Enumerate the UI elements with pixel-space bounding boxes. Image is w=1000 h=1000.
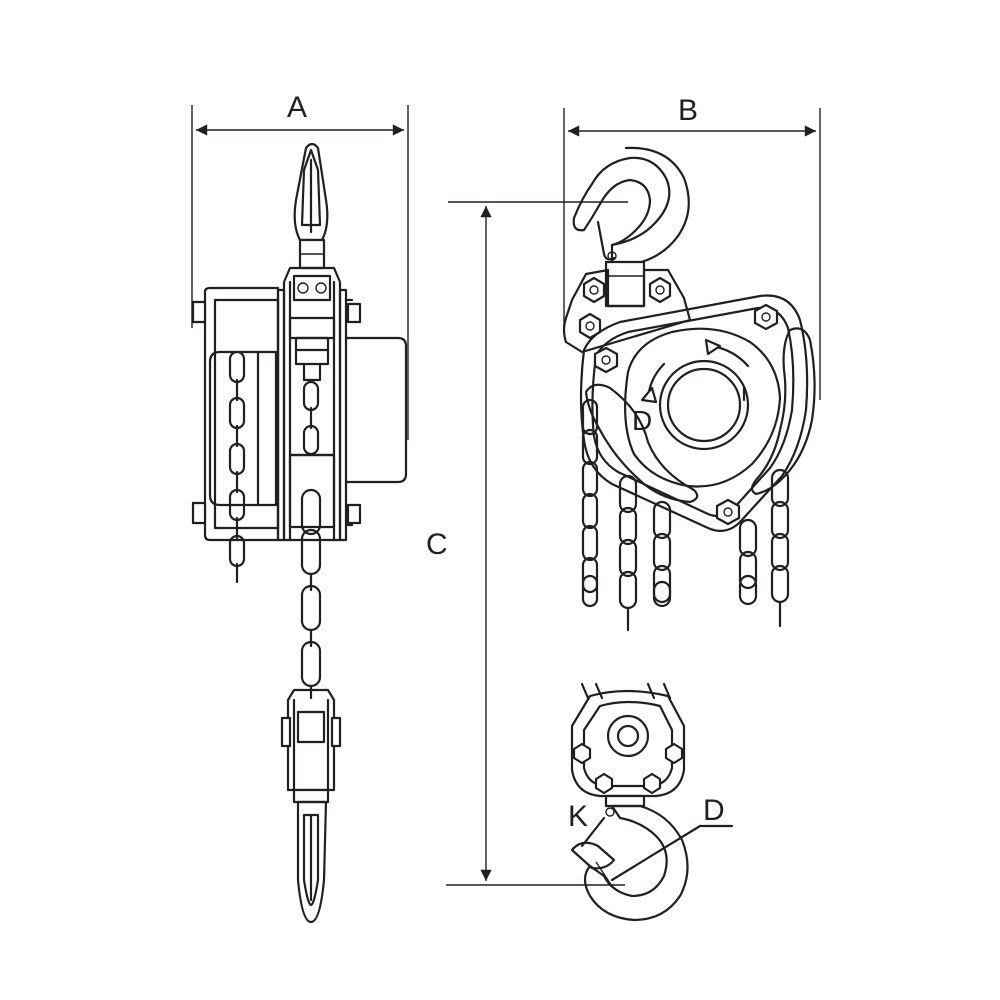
nut bbox=[578, 312, 602, 340]
front-chain-4 bbox=[738, 518, 758, 606]
dimension-c bbox=[446, 201, 628, 886]
nut bbox=[642, 772, 662, 795]
label-d-hook: D bbox=[703, 794, 725, 827]
label-k: K bbox=[568, 800, 588, 833]
front-chain-1 bbox=[581, 398, 599, 608]
nut bbox=[572, 742, 592, 765]
label-c: C bbox=[426, 528, 448, 561]
side-hand-chain bbox=[228, 350, 246, 584]
front-view bbox=[562, 146, 816, 922]
label-b: B bbox=[678, 94, 698, 127]
side-gear-housing bbox=[191, 286, 280, 542]
dimension-a bbox=[191, 105, 409, 440]
side-inner-chain bbox=[302, 380, 320, 456]
nut bbox=[753, 303, 779, 331]
front-chain-guides bbox=[584, 327, 816, 504]
dimension-b bbox=[563, 108, 821, 400]
side-load-chain bbox=[300, 488, 322, 700]
side-wheel-cover bbox=[344, 336, 408, 484]
front-housing bbox=[579, 294, 809, 533]
nut bbox=[582, 276, 606, 304]
label-d-body: D bbox=[632, 405, 652, 436]
nut bbox=[648, 276, 672, 304]
front-bottom-block bbox=[570, 682, 686, 808]
front-top-plate bbox=[562, 268, 692, 354]
nut bbox=[664, 742, 684, 765]
nut bbox=[594, 772, 614, 795]
front-chain-5 bbox=[770, 468, 790, 628]
label-a: A bbox=[287, 91, 307, 124]
front-chain-3 bbox=[652, 500, 672, 608]
side-top-hook bbox=[293, 142, 329, 270]
side-bottom-hook bbox=[296, 800, 328, 924]
side-bottom-block bbox=[280, 688, 342, 804]
front-chain-2 bbox=[618, 474, 638, 632]
nut bbox=[593, 346, 619, 374]
front-bottom-hook bbox=[570, 804, 734, 922]
nut bbox=[715, 498, 741, 526]
side-view bbox=[191, 142, 408, 924]
